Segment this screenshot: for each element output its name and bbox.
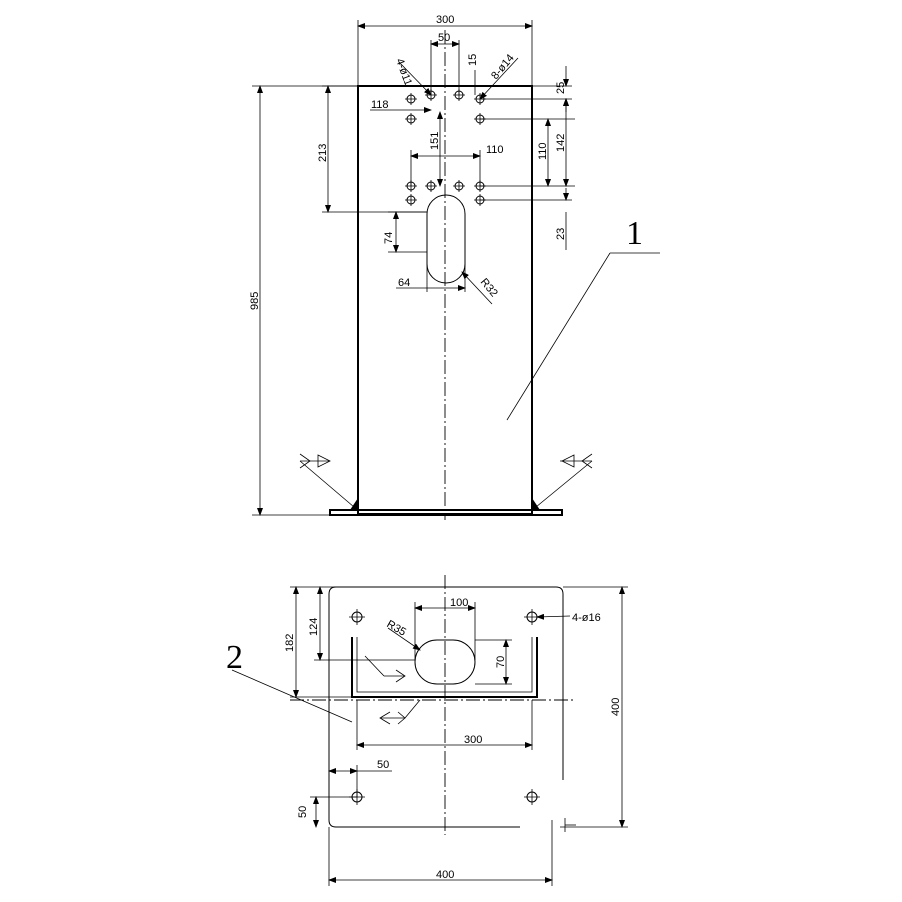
weld-symbol-left: [299, 453, 355, 508]
weld-symbol-bottom-lower: [379, 699, 421, 725]
u-channel-outer: [351, 637, 538, 698]
cable-slot: [426, 194, 466, 284]
label-8-holes-14: 8-ø14: [489, 52, 517, 82]
weld-symbol-bottom-upper: [364, 655, 406, 683]
dim-50-horizontal: 50: [377, 759, 389, 771]
dim-74: 74: [383, 232, 395, 244]
mounting-holes-top: [405, 89, 486, 206]
dim-985: 985: [249, 292, 261, 310]
cable-slot-bottom: [414, 639, 476, 685]
dim-151: 151: [429, 132, 441, 150]
dim-124: 124: [308, 618, 320, 636]
dim-64: 64: [398, 277, 410, 289]
dim-25: 25: [555, 82, 567, 94]
bottom-view: 182 124 100 R35 70 4-ø16 400 300: [226, 575, 628, 886]
dim-15: 15: [467, 54, 479, 66]
weld-left: [350, 498, 358, 510]
top-view: 300 50 15 4-ø11 8-ø14 25 118 213 151: [249, 14, 660, 520]
dim-50-top: 50: [438, 32, 450, 44]
base-plate: [329, 509, 563, 516]
dim-r35: R35: [385, 618, 408, 638]
dim-300-bottom: 300: [464, 734, 482, 746]
dim-50-vertical: 50: [297, 806, 309, 818]
dim-110-vertical: 110: [537, 142, 549, 160]
callout-1: 1: [626, 215, 643, 252]
dim-110-horizontal: 110: [486, 144, 504, 156]
label-4-holes-11: 4-ø11: [393, 57, 414, 87]
dim-142: 142: [555, 134, 567, 152]
dim-400-vertical: 400: [610, 698, 622, 716]
weld-right: [532, 498, 540, 510]
base-plate-outline: [328, 586, 564, 828]
callout-2: 2: [226, 639, 243, 676]
dim-70: 70: [495, 656, 507, 668]
u-channel-inner: [356, 637, 533, 693]
mounting-holes-bottom: [349, 609, 540, 805]
dim-100: 100: [450, 597, 468, 609]
dim-r32: R32: [478, 276, 500, 299]
dim-23: 23: [555, 228, 567, 240]
dim-400-horizontal: 400: [436, 869, 454, 881]
label-4-holes-16: 4-ø16: [572, 612, 601, 624]
dim-182: 182: [284, 634, 296, 652]
dim-118: 118: [371, 99, 389, 111]
weld-symbol-right: [535, 453, 593, 508]
dim-213: 213: [317, 144, 329, 162]
dim-300-top: 300: [436, 14, 454, 26]
